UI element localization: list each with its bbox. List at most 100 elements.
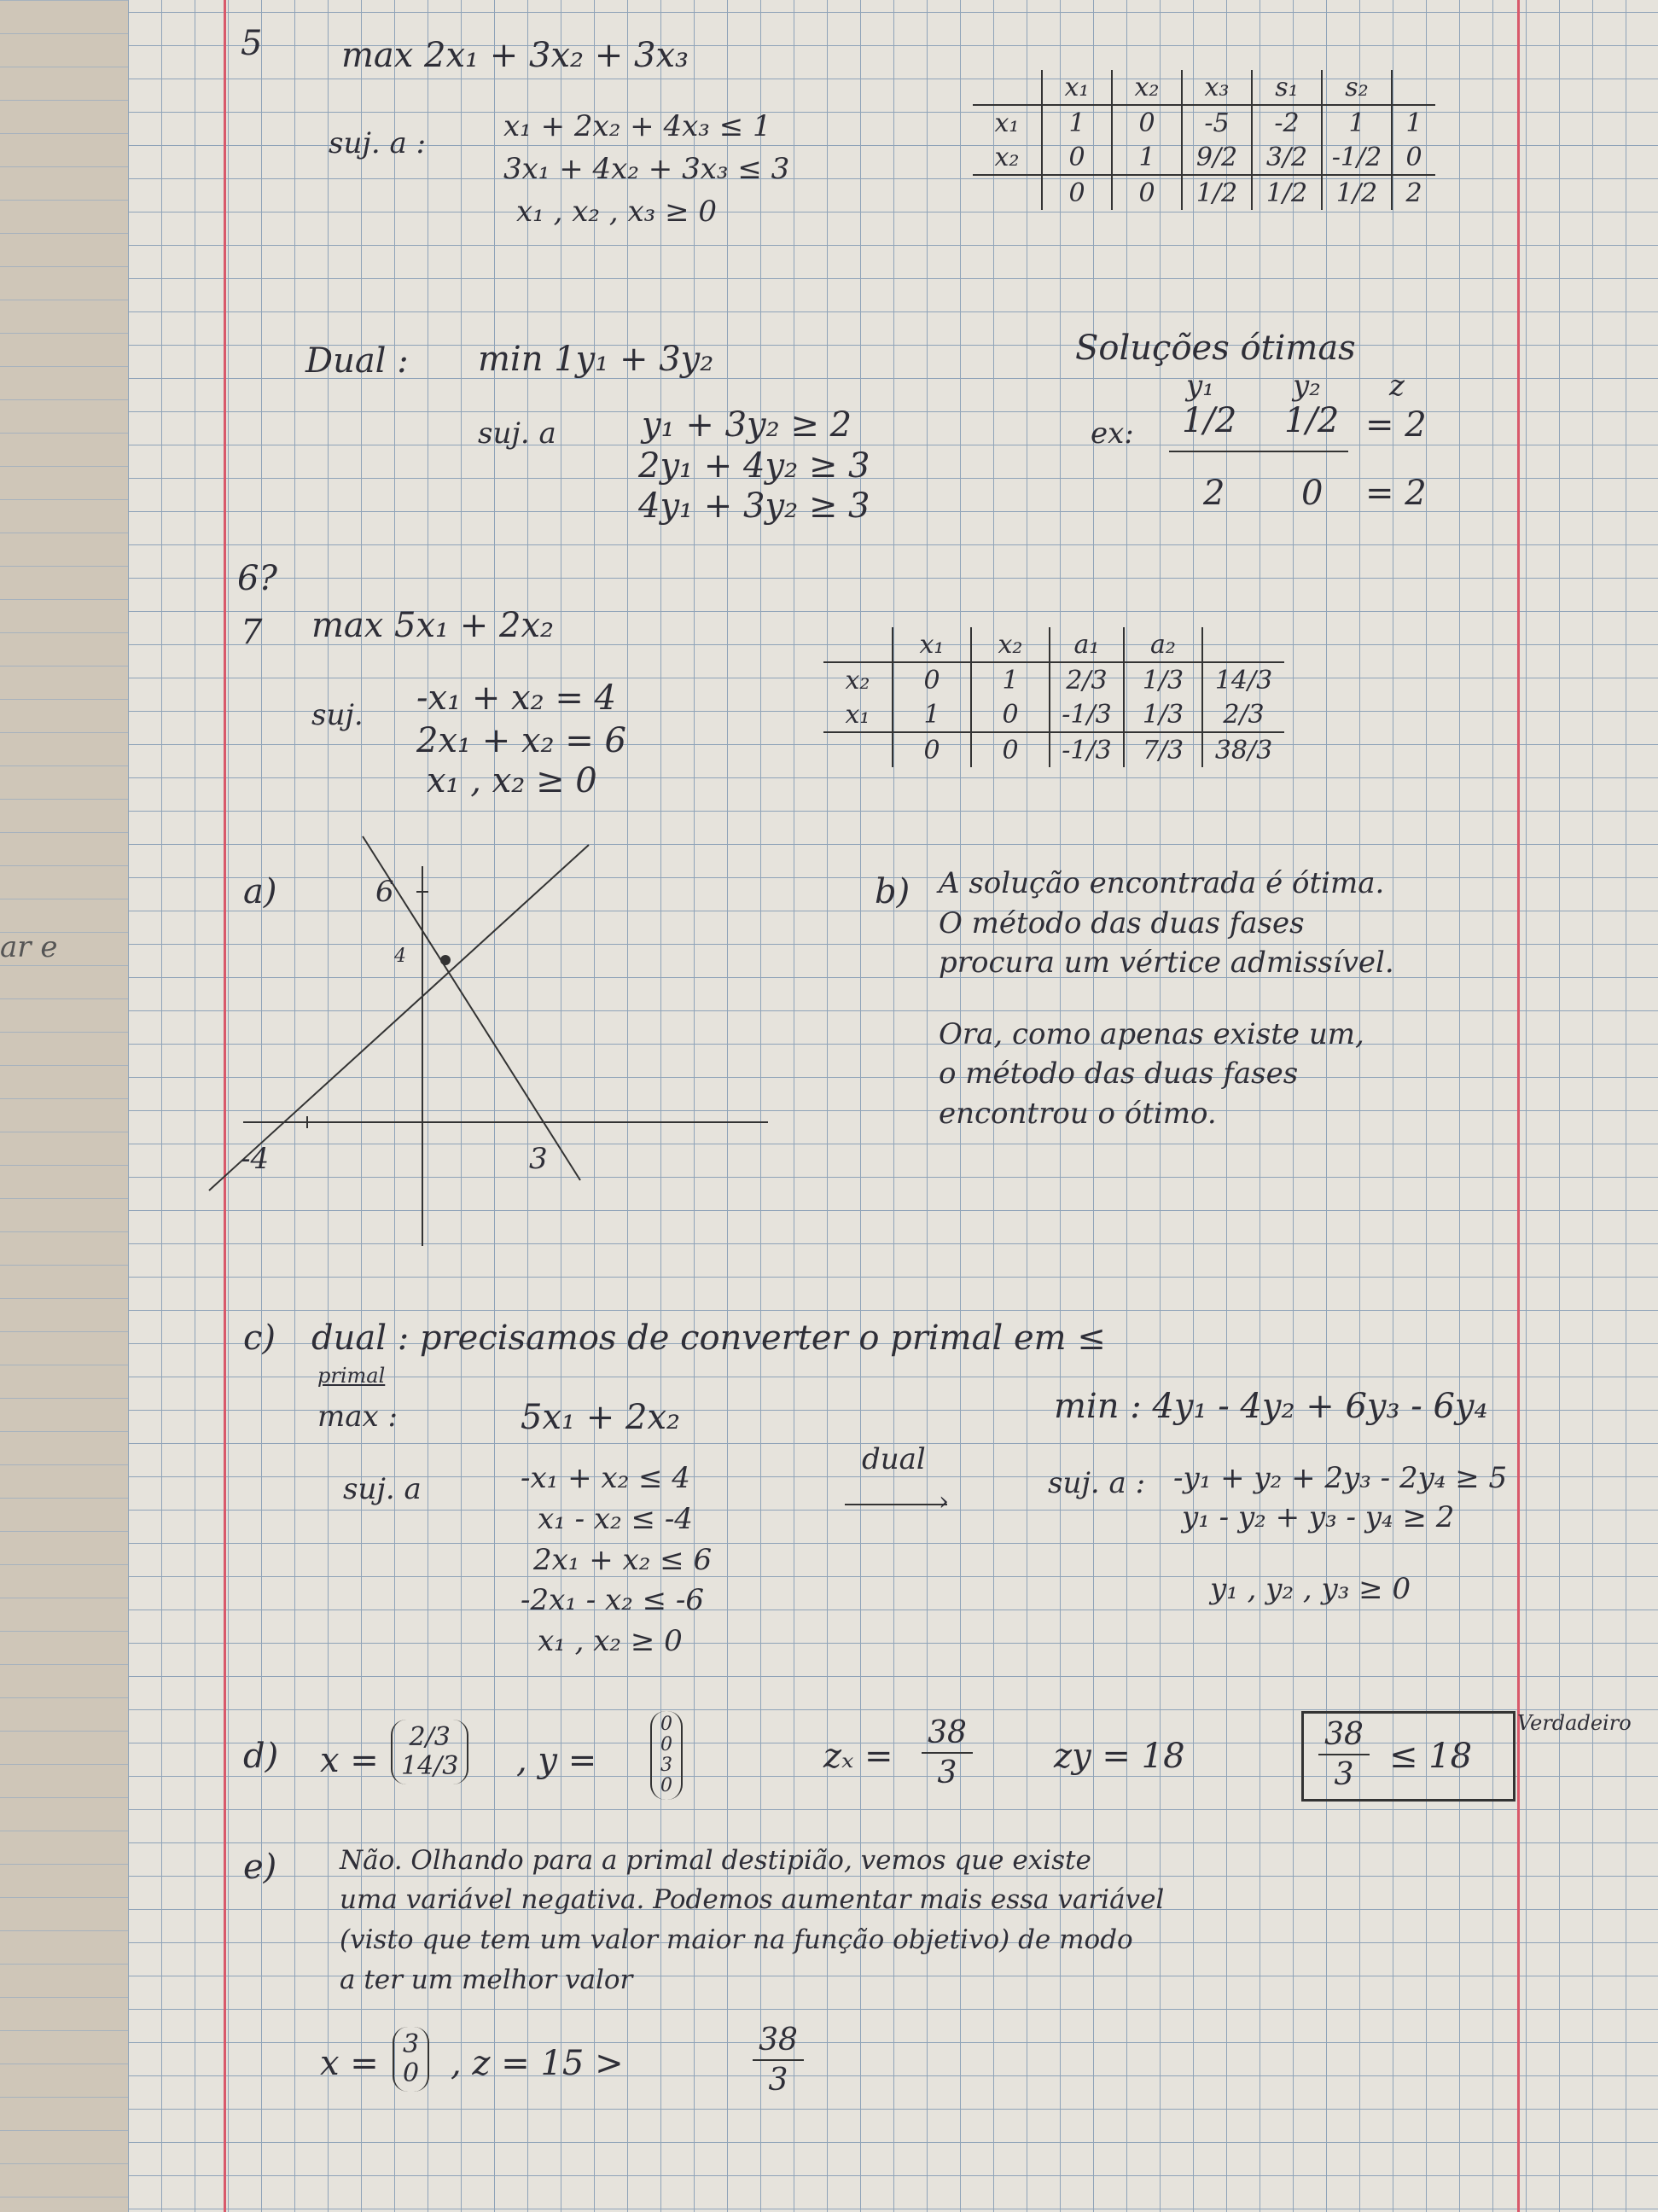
feasible-region-graph [208,835,768,1246]
tableau-cell: 0 [1391,140,1435,175]
tableau-cell: 0 [1041,174,1112,210]
part-b-line: Ora, como apenas existe um, [939,1017,1364,1051]
dual-arrow [845,1504,947,1505]
primal-constraint: x₁ - x₂ ≤ -4 [538,1502,693,1536]
axis-label-4: 4 [394,946,406,967]
vector-entry: 0 [660,1734,672,1755]
tableau-cell: -2 [1251,105,1322,140]
tableau-cell [823,627,893,663]
part-e-fraction: 38 3 [753,2023,804,2098]
ex5-dual-constraint-3: 4y₁ + 3y₂ ≥ 3 [638,486,870,526]
ex5-suj: suj. a : [329,126,427,160]
tableau-cell: x₁ [845,699,870,730]
part-b-line: O método das duas fases [939,906,1305,940]
tableau-cell: -5 [1181,105,1252,140]
tableau-cell: 1 [970,662,1050,697]
dual-constraint: y₁ , y₂ , y₃ ≥ 0 [1210,1572,1411,1606]
optimal-cell: 1/2 [1284,401,1340,440]
vector-entry: 14/3 [401,1751,459,1781]
ex7-constraint-1: -x₁ + x₂ = 4 [416,678,617,718]
part-e-label: e) [243,1848,277,1887]
part-e-line: (visto que tem um valor maior na função … [340,1924,1133,1955]
table-row: x₂ 0 1 9/2 3/2 -1/2 0 [973,140,1435,175]
arrow-head-icon: › [939,1487,949,1516]
ex7-suj: suj. [311,698,364,732]
primal-constraint: 2x₁ + x₂ ≤ 6 [533,1543,713,1577]
optimal-cell: = 2 [1365,405,1427,445]
tableau-cell: 3/2 [1251,140,1322,175]
part-e-line: Não. Olhando para a primal destipião, ve… [340,1845,1091,1876]
dual-constraint: y₁ - y₂ + y₃ - y₄ ≥ 2 [1182,1500,1455,1534]
box-relation: ≤ 18 [1389,1737,1473,1776]
ex5-dual-constraint-1: y₁ + 3y₂ ≥ 2 [642,405,852,445]
tableau-cell: -1/3 [1049,697,1124,732]
fraction-numerator: 38 [759,2023,798,2058]
tableau-cell: 1 [892,697,971,732]
tableau-cell: 1 [1041,105,1112,140]
ex5-dual-objective: min 1y₁ + 3y₂ [478,340,714,379]
table-row: x₁ 1 0 -5 -2 1 1 [973,105,1435,140]
tableau-cell [1391,70,1435,106]
optimal-header-y1: y₁ [1186,369,1214,403]
table-row: x₂ 0 1 2/3 1/3 14/3 [823,662,1284,697]
fraction-bar [753,2059,804,2061]
tableau-cell: x₁ [1041,70,1112,106]
axis-label-6: 6 [375,875,394,909]
table-row: x₁ 1 0 -1/3 1/3 2/3 [823,697,1284,732]
part-c-heading: dual : precisamos de converter o primal … [311,1318,1106,1358]
fraction-bar [1318,1754,1370,1755]
box-fraction: 38 3 [1318,1717,1370,1792]
tableau-cell: 1/2 [1251,174,1322,210]
optimal-ex-label: ex: [1091,416,1134,451]
tableau-cell [973,70,1042,106]
right-margin-line [1517,0,1520,2212]
primal-label: primal [317,1364,386,1388]
y-vector: 0 0 3 0 [650,1711,683,1800]
part-e-z-value: , z = 15 > [451,2044,624,2083]
vector-entry: 0 [403,2058,420,2088]
zx-fraction: 38 3 [922,1715,973,1790]
zx-label: zₓ = [823,1737,893,1776]
dual-suj: suj. a : [1048,1466,1146,1500]
part-b-line: o método das duas fases [939,1057,1299,1091]
part-b-line: procura um vértice admissível. [939,946,1394,980]
tableau-cell: 1/2 [1321,174,1392,210]
tableau-cell: x₂ [845,665,870,696]
fraction-bar [922,1752,973,1754]
tableau-cell: s₂ [1321,70,1392,106]
ex5-number: 5 [241,24,263,63]
tableau-cell: 38/3 [1201,731,1284,767]
ex5-objective: max 2x₁ + 3x₂ + 3x₃ [341,36,689,75]
ex5-tableau: x₁ x₂ x₃ s₁ s₂ x₁ 1 0 -5 -2 1 1 x₂ 0 1 9… [973,70,1435,210]
primal-max: max : [317,1400,398,1434]
strip-text: ar e [0,930,58,964]
tableau-cell: 0 [1111,105,1182,140]
tableau-cell: 2/3 [1201,697,1284,732]
dual-constraint: -y₁ + y₂ + 2y₃ - 2y₄ ≥ 5 [1173,1461,1508,1495]
ex5-dual-constraint-2: 2y₁ + 4y₂ ≥ 3 [638,446,870,486]
tableau-cell: -1/2 [1321,140,1392,175]
ex5-optimal-title: Soluções ótimas [1075,329,1356,368]
x-equals: x = [320,1741,379,1780]
ex5-constraint-1: x₁ + 2x₂ + 4x₃ ≤ 1 [503,109,771,143]
tableau-cell: 1 [1391,105,1435,140]
tableau-cell: 0 [970,697,1050,732]
verdict: Verdadeiro [1517,1711,1632,1735]
primal-constraint: x₁ , x₂ ≥ 0 [538,1624,683,1658]
optimal-cell: = 2 [1365,474,1427,513]
ex5-dual-suj: suj. a [478,416,556,451]
fraction-numerator: 38 [928,1715,967,1750]
primal-constraint: -2x₁ - x₂ ≤ -6 [521,1583,705,1617]
zy-label: zy = 18 [1054,1737,1185,1776]
ex6-label: 6? [237,559,277,598]
part-e-line: a ter um melhor valor [340,1965,633,1995]
ex5-constraint-3: x₁ , x₂ , x₃ ≥ 0 [516,195,717,229]
tableau-cell: 1 [1321,105,1392,140]
fraction-denominator: 3 [768,2063,788,2098]
tableau-cell: x₂ [1111,70,1182,106]
ex5-dual-label: Dual : [305,341,409,381]
tableau-cell: 1 [1111,140,1182,175]
table-row: 0 0 -1/3 7/3 38/3 [823,731,1284,767]
axis-label-neg4: -4 [241,1142,270,1176]
tableau-cell: 1/2 [1181,174,1252,210]
